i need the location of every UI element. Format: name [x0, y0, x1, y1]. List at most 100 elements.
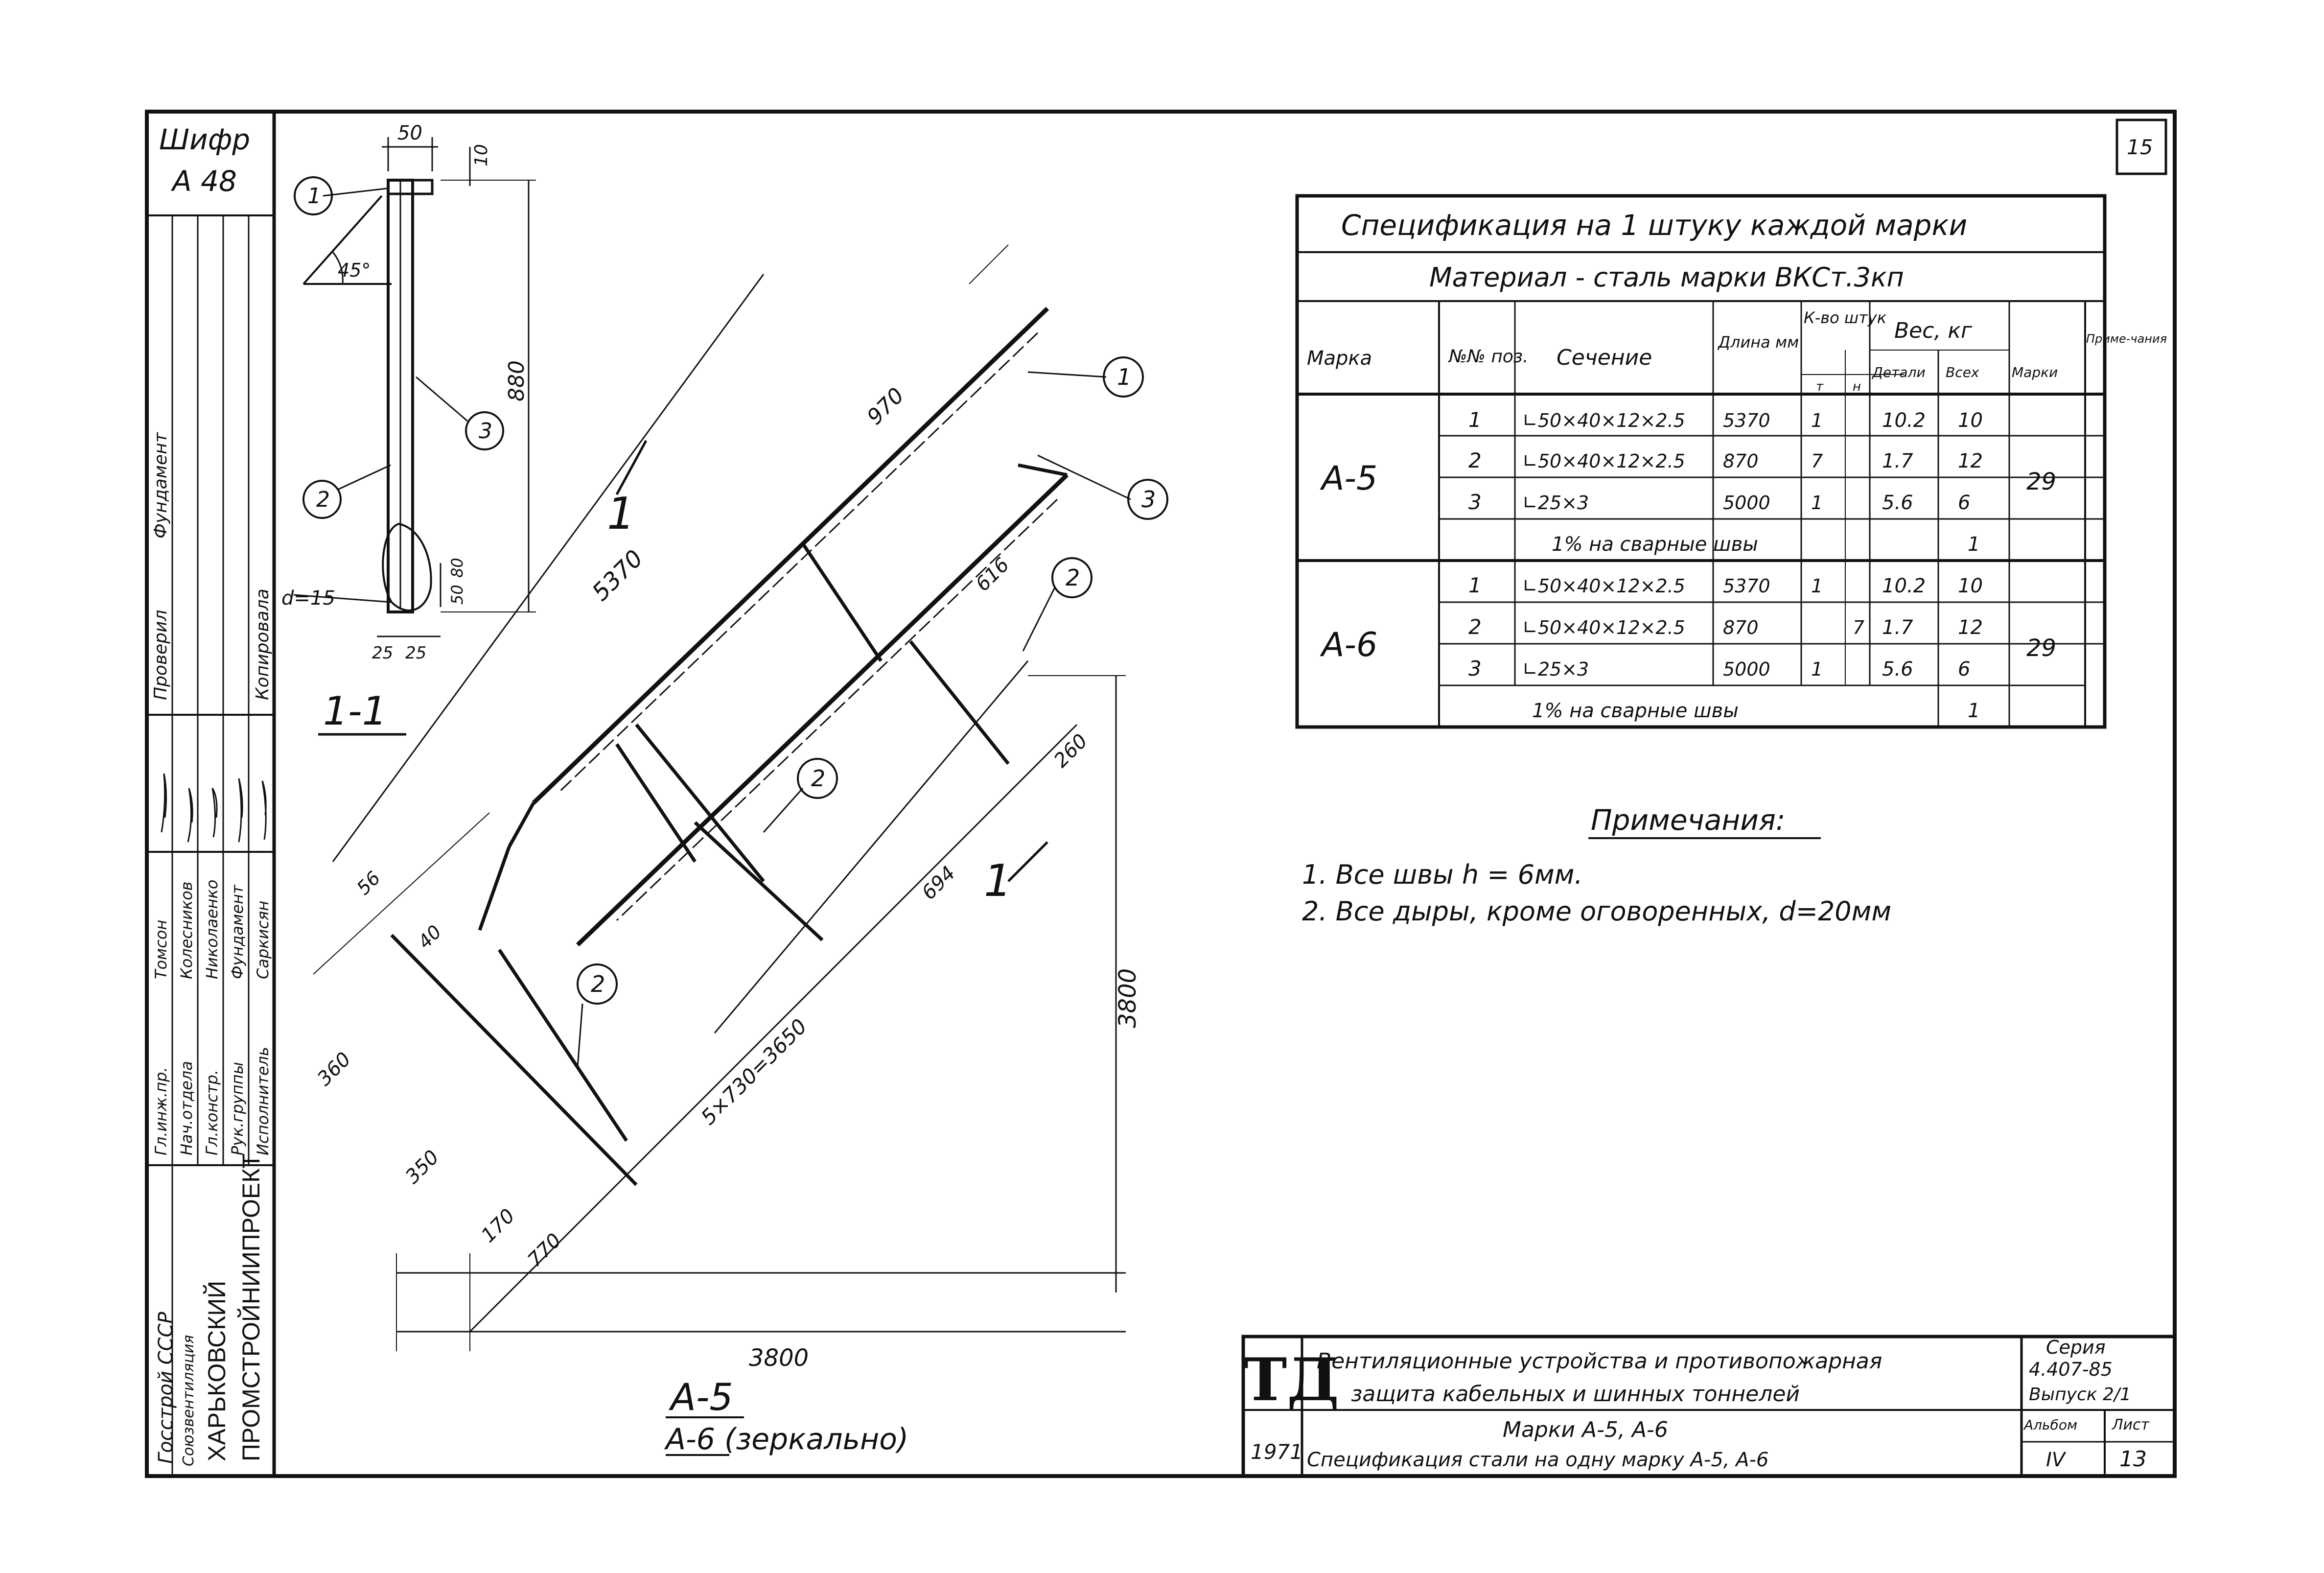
svg-text:1: 1: [1811, 492, 1823, 514]
main-callout-3: [1127, 479, 1168, 520]
hdr-weight-mark: Марки: [2012, 364, 2058, 380]
section-view-1-1: 50 10 880 45° d=15 50 80 25 25 1 2 3 1-1: [281, 122, 536, 736]
table-row: 3 ∟25×3 5000 1 5.6 6: [1468, 657, 1970, 681]
logo-td: ТД: [1243, 1345, 1339, 1414]
svg-text:7: 7: [1853, 617, 1864, 638]
svg-text:10: 10: [1958, 575, 1983, 597]
main-callout-2a: [1051, 557, 1092, 598]
stamp-name-3: Николаенко: [203, 880, 221, 979]
hdr-qty: К-во штук: [1804, 308, 1887, 327]
hdr-weight-part: Детали: [1871, 364, 1926, 380]
dim-970: 970: [862, 383, 909, 429]
hdr-length: Длина мм: [1717, 333, 1799, 352]
title-line2: защита кабельных и шинных тоннелей: [1351, 1382, 1800, 1407]
svg-text:5370: 5370: [1723, 410, 1770, 431]
title-line1: Вентиляционные устройства и противопожар…: [1317, 1349, 1882, 1374]
table-row: 1 ∟50×40×12×2.5 5370 1 10.2 10: [1468, 573, 1983, 597]
hdr-qty-t: т: [1816, 379, 1824, 394]
sec-dim-25a: 25: [372, 643, 393, 663]
group-a5: А-5 1 ∟50×40×12×2.5 5370 1 10.2 10 2 ∟50…: [1320, 408, 2056, 556]
welds-label-a6: 1% на сварные швы: [1532, 700, 1739, 722]
sheet-number: 15: [2127, 135, 2153, 159]
svg-text:6: 6: [1958, 658, 1970, 681]
table-row: 3 ∟25×3 5000 1 5.6 6: [1468, 490, 1970, 514]
main-callout-1: [1103, 356, 1144, 398]
hdr-note: Приме-чания: [2086, 332, 2167, 346]
stamp-role-4: Рук.группы: [228, 1062, 247, 1155]
svg-text:1.7: 1.7: [1882, 450, 1913, 472]
stamp-name-5: Саркисян: [254, 901, 272, 979]
svg-text:∟25×3: ∟25×3: [1522, 492, 1589, 514]
hdr-mark: Марка: [1307, 347, 1372, 370]
svg-text:870: 870: [1723, 617, 1759, 638]
note-1: 1. Все швы h = 6мм.: [1302, 859, 1583, 890]
view-label-a5: А-5: [668, 1375, 733, 1419]
svg-text:2: 2: [316, 487, 330, 512]
dim-56: 56: [352, 867, 384, 899]
sec-angle-45: 45°: [338, 259, 371, 281]
svg-text:5000: 5000: [1723, 658, 1770, 680]
svg-text:10.2: 10.2: [1882, 575, 1926, 597]
svg-text:∟50×40×12×2.5: ∟50×40×12×2.5: [1522, 450, 1685, 472]
stamp-label-kopirovala: Копировала: [253, 588, 273, 700]
table-row: 1 ∟50×40×12×2.5 5370 1 10.2 10: [1468, 408, 1983, 432]
title-year: 1971: [1251, 1440, 1303, 1464]
main-callout-2c: [577, 963, 618, 1005]
svg-text:2: 2: [1468, 615, 1482, 639]
sec-hole-d15: d=15: [281, 587, 335, 610]
dim-350: 350: [401, 1146, 444, 1189]
dim-360: 360: [313, 1048, 356, 1091]
hdr-section: Сечение: [1557, 345, 1652, 370]
sec-dim-50: 50: [397, 122, 422, 144]
ladder-rungs: [498, 542, 1010, 1142]
svg-text:2: 2: [1468, 448, 1482, 472]
issue-label: Выпуск 2/1: [2029, 1385, 2131, 1405]
notes: Примечания: 1. Все швы h = 6мм. 2. Все д…: [1302, 803, 1891, 927]
series-label: Серия: [2046, 1337, 2106, 1358]
stamp-role-2: Нач.отдела: [177, 1061, 196, 1155]
sec-dim-10: 10: [471, 144, 491, 166]
album-value: IV: [2046, 1449, 2067, 1471]
svg-text:3: 3: [1141, 486, 1156, 513]
stamp-role-1: Гл.инж.пр.: [152, 1067, 170, 1155]
stamp-role-3: Гл.констр.: [203, 1070, 221, 1155]
sheet-label: Лист: [2112, 1416, 2150, 1433]
org-union: Союзвентиляция: [180, 1335, 197, 1466]
dim-260: 260: [1050, 730, 1092, 773]
svg-text:2: 2: [811, 765, 825, 792]
svg-text:3: 3: [479, 419, 492, 444]
welds-label-a5: 1% на сварные швы: [1552, 533, 1758, 556]
cipher-label: Шифр: [159, 123, 250, 156]
section-mark-top: 1: [607, 488, 635, 540]
sec-callout-2: [302, 480, 342, 519]
table-row: 2 ∟50×40×12×2.5 870 7 1.7 12: [1468, 448, 1983, 472]
svg-text:5.6: 5.6: [1882, 658, 1913, 681]
stamp-name-2: Колесников: [177, 881, 196, 979]
svg-text:1.7: 1.7: [1882, 616, 1913, 639]
svg-text:2: 2: [1066, 564, 1080, 591]
org-kharkov: ХАРЬКОВСКИЙ: [203, 1281, 231, 1461]
svg-text:3: 3: [1468, 657, 1482, 681]
stamp-label-proveril: Проверил: [151, 610, 171, 700]
svg-text:1: 1: [1468, 408, 1482, 432]
svg-text:∟50×40×12×2.5: ∟50×40×12×2.5: [1522, 617, 1685, 638]
notes-title: Примечания:: [1591, 803, 1785, 837]
dim-3800-vert: 3800: [1114, 968, 1141, 1028]
mark-weight-a6: 29: [2026, 634, 2056, 662]
welds-value-a6: 1: [1968, 700, 1980, 722]
hdr-qty-n: н: [1853, 379, 1861, 394]
table-row: 2 ∟50×40×12×2.5 870 7 1.7 12: [1468, 615, 1983, 639]
title-line4: Спецификация стали на одну марку А-5, А-…: [1307, 1449, 1768, 1471]
left-stamp: Шифр А 48 Проверил Фундамент Копировала …: [147, 123, 274, 1476]
hdr-weight: Вес, кг: [1894, 318, 1973, 343]
cipher-value: А 48: [170, 164, 237, 198]
svg-text:1: 1: [1811, 575, 1823, 597]
mark-a6: А-6: [1320, 626, 1377, 664]
svg-text:1: 1: [1468, 573, 1482, 597]
org-gosstroy: Госстрой СССР: [155, 1312, 177, 1464]
spec-title: Спецификация на 1 штуку каждой марки: [1341, 209, 1967, 242]
svg-text:870: 870: [1723, 450, 1759, 472]
stamp-role-5: Исполнитель: [254, 1047, 272, 1155]
sec-dim-80: 80: [448, 558, 466, 578]
sheet-value: 13: [2119, 1447, 2147, 1472]
